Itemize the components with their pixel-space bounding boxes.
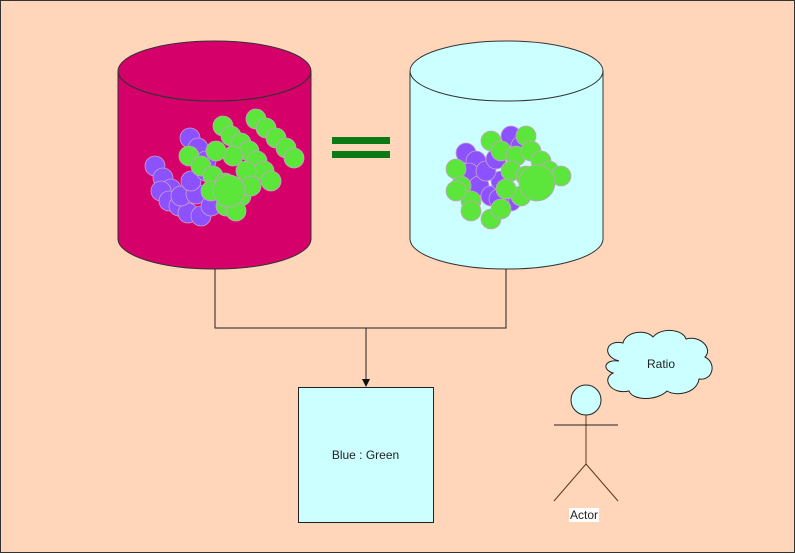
cloud-label: Ratio	[646, 357, 675, 371]
ratio-box[interactable]	[298, 387, 434, 523]
bubble	[283, 147, 305, 169]
actor-label: Actor	[569, 508, 600, 522]
bubble	[260, 170, 282, 192]
bubble	[212, 174, 246, 208]
bubble	[518, 164, 556, 202]
bubble	[495, 178, 517, 200]
right-cylinder[interactable]	[409, 40, 604, 270]
cloud-shape[interactable]	[605, 330, 713, 399]
actor-figure[interactable]	[553, 384, 619, 502]
right-bubbles	[445, 125, 572, 230]
arrowhead	[362, 379, 370, 387]
left-cylinder[interactable]	[117, 40, 312, 270]
bubble	[180, 170, 202, 192]
bubble	[460, 200, 482, 222]
box-label: Blue : Green	[331, 448, 400, 462]
bubble	[445, 180, 467, 202]
bubble	[490, 198, 512, 220]
connector-lines	[214, 269, 507, 381]
bubble	[205, 140, 227, 162]
left-bubbles	[144, 108, 305, 227]
equals-sign	[332, 137, 390, 158]
